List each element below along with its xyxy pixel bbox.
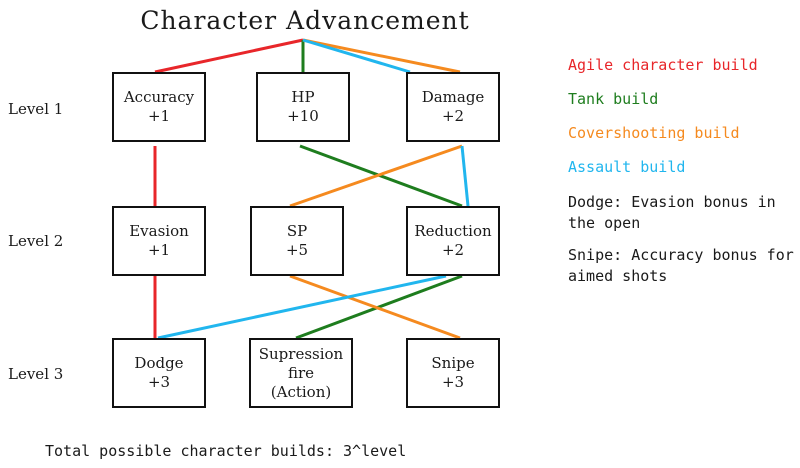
- cover-line-root-damage: [302, 38, 461, 74]
- node-accuracy: Accuracy +1: [112, 72, 206, 142]
- node-supression: Supression fire (Action): [249, 338, 353, 408]
- node-damage-label: Damage: [421, 88, 485, 106]
- level-label-3: Level 3: [8, 365, 64, 383]
- legend-assault-label: Assault build: [568, 158, 686, 176]
- node-supression-label: Supression: [258, 344, 344, 363]
- node-evasion-label: Evasion: [129, 222, 189, 240]
- node-dodge-label: Dodge: [134, 354, 184, 372]
- assault-line-damage-reduction: [460, 145, 470, 207]
- node-dodge: Dodge +3: [112, 338, 206, 408]
- node-supression-label-2: fire: [287, 363, 315, 382]
- node-hp-label: HP: [291, 88, 315, 106]
- node-damage: Damage +2: [406, 72, 500, 142]
- node-snipe-value: +3: [441, 373, 465, 391]
- node-hp-value: +10: [287, 107, 319, 125]
- note-snipe: Snipe: Accuracy bonus for aimed shots: [568, 246, 794, 285]
- level-label-1: Level 1: [8, 100, 64, 118]
- level-label-2: Level 2: [8, 232, 64, 250]
- node-snipe: Snipe +3: [406, 338, 500, 408]
- legend-tank-label: Tank build: [568, 90, 659, 108]
- node-accuracy-value: +1: [147, 107, 171, 125]
- footer-text: Total possible character builds: 3^level: [45, 442, 407, 460]
- tank-line-hp-reduction: [299, 144, 463, 208]
- legend-tank: Tank build: [568, 89, 658, 110]
- agile-line-root-accuracy: [154, 38, 304, 74]
- node-sp: SP +5: [250, 206, 344, 276]
- node-evasion-value: +1: [147, 241, 171, 259]
- legend-agile-label: Agile character build: [568, 56, 758, 74]
- legend-covershooting-label: Covershooting build: [568, 124, 740, 142]
- assault-line-root-damage: [302, 38, 411, 74]
- note-dodge: Dodge: Evasion bonus in the open: [568, 193, 776, 232]
- node-supression-action: (Action): [270, 382, 332, 401]
- node-reduction-label: Reduction: [414, 222, 492, 240]
- node-sp-label: SP: [286, 222, 308, 240]
- cover-line-damage-sp: [289, 144, 463, 208]
- cover-line-sp-snipe: [289, 274, 461, 340]
- node-reduction: Reduction +2: [406, 206, 500, 276]
- node-dodge-value: +3: [147, 373, 171, 391]
- node-evasion: Evasion +1: [112, 206, 206, 276]
- node-accuracy-label: Accuracy: [123, 88, 195, 106]
- diagram-title: Character Advancement: [140, 6, 470, 35]
- node-sp-value: +5: [285, 241, 309, 259]
- legend-agile: Agile character build: [568, 55, 758, 76]
- legend-assault: Assault build: [568, 157, 685, 178]
- node-damage-value: +2: [441, 107, 465, 125]
- node-hp: HP +10: [256, 72, 350, 142]
- node-reduction-value: +2: [441, 241, 465, 259]
- node-snipe-label: Snipe: [431, 354, 475, 372]
- assault-line-reduction-dodge: [157, 274, 447, 340]
- legend-covershooting: Covershooting build: [568, 123, 740, 144]
